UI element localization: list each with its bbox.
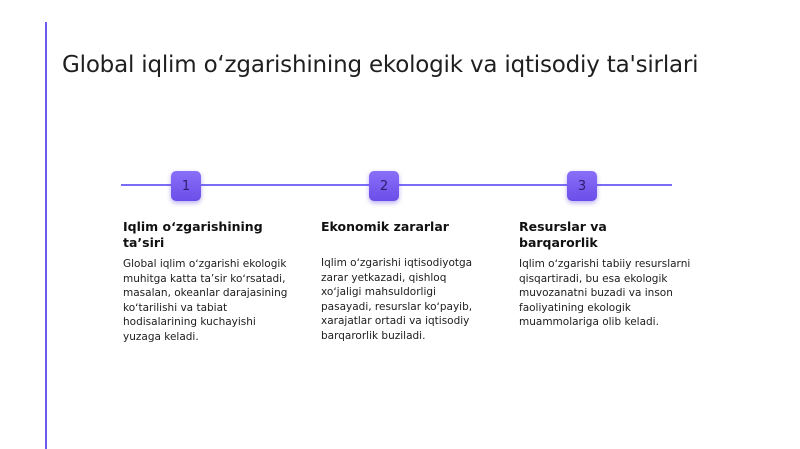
slide-title: Global iqlim oʻzgarishining ekologik va …	[62, 52, 699, 78]
step-heading-1: Iqlim oʻzgarishining taʼsiri	[123, 219, 263, 250]
left-accent-rule	[45, 22, 47, 449]
step-column-3: Resurslar va barqarorlik Iqlim oʻzgarish…	[519, 219, 691, 330]
step-column-2: Ekonomik zararlar Iqlim oʻzgarishi iqtis…	[321, 219, 489, 343]
step-heading-3: Resurslar va barqarorlik	[519, 219, 607, 250]
step-heading-2: Ekonomik zararlar	[321, 219, 449, 234]
step-text-2: Iqlim oʻzgarishi iqtisodiyotga zarar yet…	[321, 257, 473, 342]
step-column-1: Iqlim oʻzgarishining taʼsiri Global iqli…	[123, 219, 291, 344]
step-text-3: Iqlim oʻzgarishi tabiiy resurslarni qisq…	[519, 258, 691, 328]
step-badge-2: 2	[369, 171, 399, 201]
step-badge-3: 3	[567, 171, 597, 201]
step-badge-1: 1	[171, 171, 201, 201]
step-text-1: Global iqlim oʻzgarishi ekologik muhitga…	[123, 258, 288, 343]
